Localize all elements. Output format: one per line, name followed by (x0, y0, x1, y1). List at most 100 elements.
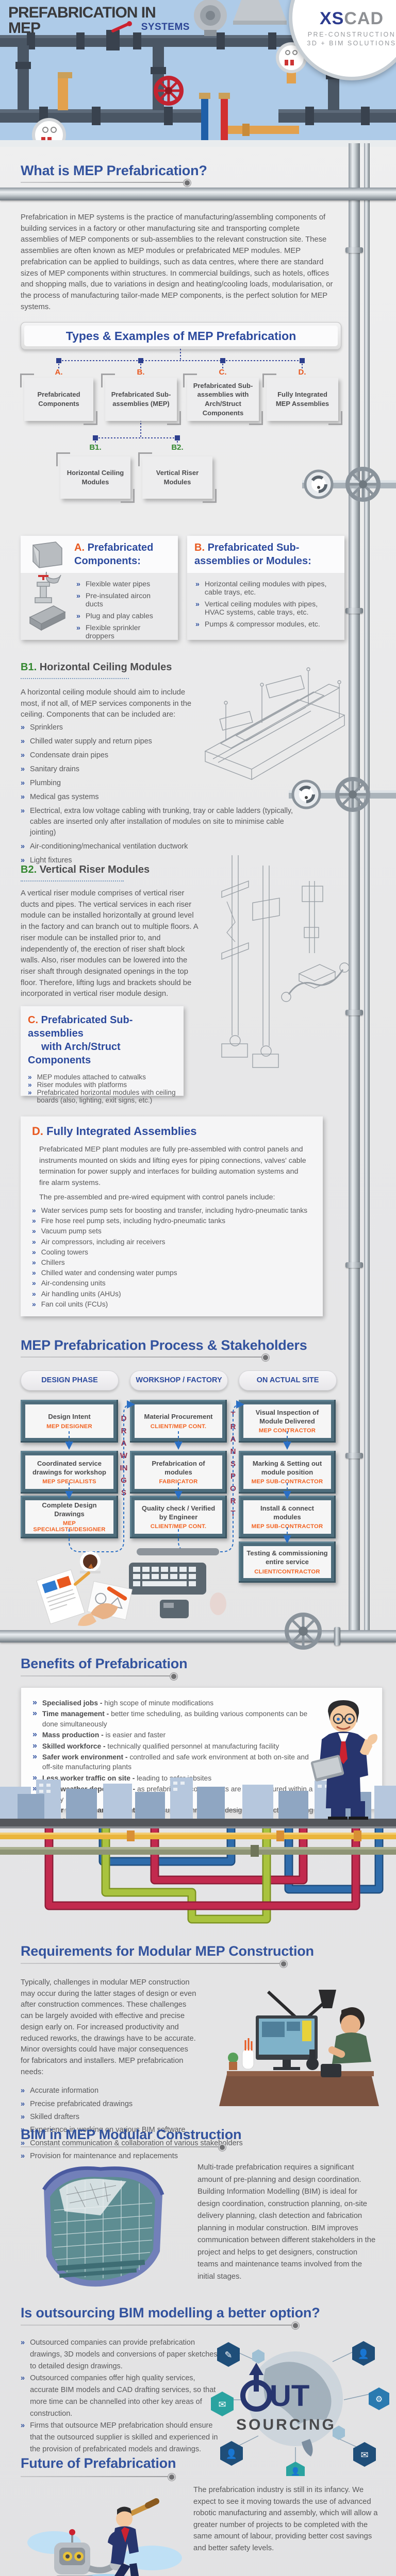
horizontal-pipe-decoration (0, 1630, 396, 1642)
tree-connector-lines (56, 349, 305, 445)
types-banner: Types & Examples of MEP Prefabrication (21, 322, 341, 350)
horizontal-ceiling-module-line-art (204, 667, 345, 781)
chevron-bullet-icon: » (28, 1073, 32, 1081)
card-a-title: Prefabricated Components: (74, 542, 154, 567)
requirements-paragraph: Typically, challenges in modular MEP con… (21, 1978, 196, 2076)
chevron-bullet-icon: » (21, 807, 25, 815)
types-banner-label: Types & Examples of MEP Prefabrication (24, 326, 338, 346)
list-item-text: Condensate drain pipes (30, 751, 109, 759)
section-heading-bim: BIM in MEP Modular Construction (21, 2127, 242, 2142)
section-heading-b2: B2. Vertical Riser Modules (21, 864, 150, 875)
list-item-text: Chillers (41, 1259, 65, 1267)
components-clipart-icons (29, 541, 66, 631)
chevron-bullet-icon: » (32, 1698, 37, 1707)
list-item-text: Riser modules with platforms (37, 1081, 127, 1089)
street-decoration (0, 1819, 396, 1826)
card-c-list: »MEP modules attached to catwalks»Riser … (28, 1073, 176, 1104)
future-robot-telescope-illustration (27, 2498, 182, 2576)
chevron-bullet-icon: » (76, 592, 80, 600)
card-b-list: »Horizontal ceiling modules with pipes, … (187, 573, 344, 639)
tree-node-sub-assemblies-arch-struct: Prefabricated Sub-assemblies with Arch/S… (183, 374, 263, 425)
design-workspace-illustration (36, 1548, 226, 1626)
lane-label-drawings: DRAWINGS (120, 1414, 128, 1497)
list-item-text: Safer work environment - controlled and … (42, 1753, 309, 1771)
card-c-title: Prefabricated Sub-assemblies (28, 1014, 133, 1039)
bim-building-model-image (42, 2166, 164, 2287)
tree-letter-a: A. (55, 368, 63, 377)
card-prefabricated-sub-assemblies: B. Prefabricated Sub-assemblies or Modul… (187, 536, 344, 640)
underground-pipes-illustration (0, 1828, 396, 1924)
card-d-list: »Water services pump sets for boosting a… (32, 1206, 311, 1310)
rule-end-dot (292, 2322, 299, 2329)
list-item: » Specialised jobs - high scope of minute… (32, 1698, 382, 1708)
chevron-bullet-icon: » (32, 1269, 36, 1277)
chevron-bullet-icon: » (195, 580, 200, 588)
list-item-text: Pre-insulated aircon ducts (85, 592, 151, 608)
list-item-text: Air-condensing units (41, 1279, 106, 1287)
chevron-bullet-icon: » (32, 1730, 37, 1739)
rule-end-dot (184, 179, 191, 187)
chevron-bullet-icon: » (21, 793, 25, 801)
chevron-bullet-icon: » (32, 1259, 36, 1267)
section-rule (21, 182, 185, 183)
b1-list: »Sprinklers»Chilled water supply and ret… (21, 722, 294, 869)
card-d-paragraph: Prefabricated MEP plant modules are full… (39, 1145, 306, 1187)
list-item-text: Skilled drafters (30, 2112, 79, 2121)
svg-text:UT: UT (270, 2379, 309, 2413)
svg-text:👤: 👤 (291, 2467, 301, 2476)
pipe-flange (345, 608, 363, 614)
chevron-bullet-icon: » (28, 1089, 32, 1096)
list-item-text: Pumps & compressor modules, etc. (204, 620, 320, 629)
list-item-text: Skilled workforce - technically qualifie… (42, 1742, 279, 1750)
tree-node-sub-assemblies-mep: Prefabricated Sub-assemblies (MEP) (101, 374, 181, 425)
list-item-text: Fire hose reel pump sets, including hydr… (41, 1217, 226, 1225)
list-item: »Skilled drafters (21, 2111, 379, 2123)
chevron-bullet-icon: » (32, 1227, 36, 1235)
tree-letter-b1: B1. (89, 443, 102, 452)
page-subtitle: SYSTEMS (141, 22, 190, 32)
list-item-text: Air handling units (AHUs) (41, 1290, 121, 1298)
list-item: »Fire hose reel pump sets, including hyd… (32, 1216, 311, 1226)
list-item-text: Cooling towers (41, 1248, 88, 1256)
rule-end-dot (262, 1354, 269, 1361)
list-item: » Vacuum pump sets (32, 1226, 311, 1236)
tree-letter-d: D. (298, 368, 306, 377)
list-item-text: Vacuum pump sets (41, 1227, 102, 1235)
card-c-letter: C. (28, 1014, 38, 1026)
card-prefabricated-components: A. Prefabricated Components: »Flexible w… (21, 536, 178, 640)
list-item: »Plug and play cables (76, 612, 170, 620)
b1-intro: A horizontal ceiling module should aim t… (21, 688, 192, 719)
svg-text:✎: ✎ (224, 2350, 232, 2360)
chevron-bullet-icon: » (21, 765, 25, 773)
chevron-bullet-icon: » (32, 1238, 36, 1246)
outsourcing-list: »Outsourced companies can provide prefab… (21, 2337, 223, 2455)
chevron-bullet-icon: » (76, 624, 80, 632)
drafter-at-desk-illustration (219, 1990, 379, 2106)
chevron-bullet-icon: » (21, 737, 25, 745)
phase-pill-design: DESIGN PHASE (21, 1370, 119, 1391)
rule-end-dot (168, 2473, 175, 2481)
tree-node-vertical-riser: Vertical Riser Modules (138, 452, 217, 503)
svg-text:👤: 👤 (358, 2348, 369, 2359)
requirements-section: Typically, challenges in modular MEP con… (21, 1977, 379, 2163)
list-item: » Pre-insulated aircon ducts (76, 592, 170, 608)
list-item-text: Specialised jobs - high scope of minute … (42, 1699, 213, 1707)
list-item: »Light fixtures (21, 855, 294, 866)
pipe-flange (334, 1627, 340, 1646)
tree-node-horizontal-ceiling: Horizontal Ceiling Modules (56, 452, 135, 503)
b2-paragraph: A vertical riser module comprises of ver… (21, 889, 198, 998)
list-item: »Vertical ceiling modules with pipes, HV… (195, 600, 336, 617)
dotted-rule (21, 880, 124, 882)
list-item-text: Chilled water and condensing water pumps (41, 1269, 177, 1277)
list-item: » Safer work environment - controlled and… (32, 1752, 382, 1772)
chevron-bullet-icon: » (32, 1752, 37, 1761)
list-item: »Accurate information (21, 2085, 198, 2097)
list-item-text: Experience in working on various BIM sof… (30, 2126, 186, 2134)
chevron-bullet-icon: » (21, 842, 25, 851)
